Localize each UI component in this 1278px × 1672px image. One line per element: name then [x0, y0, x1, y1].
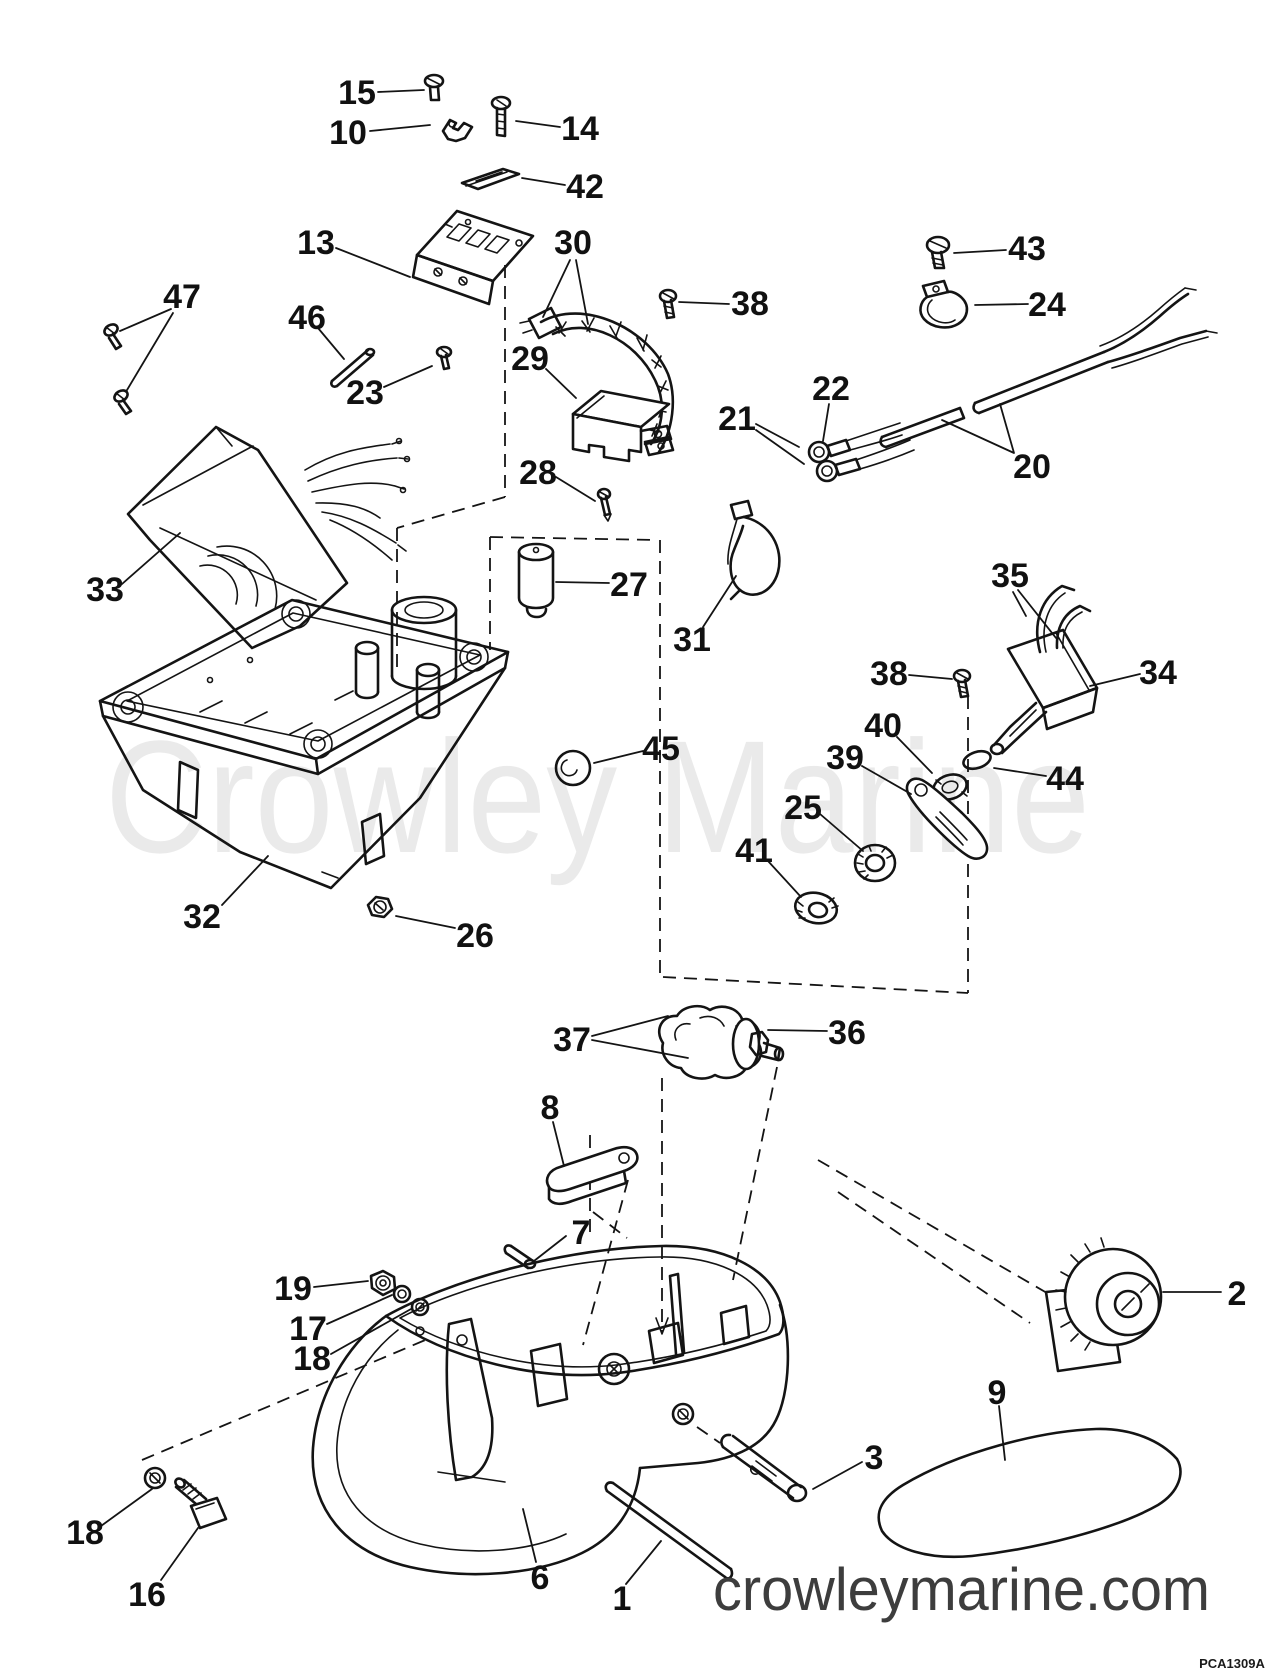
callout-18-mid: 18 — [293, 1340, 331, 1378]
callout-24: 24 — [1028, 286, 1066, 324]
part-rod-1 — [604, 1481, 734, 1580]
callout-1: 1 — [613, 1580, 632, 1618]
part-pin-3 — [720, 1433, 808, 1503]
callout-30: 30 — [554, 224, 592, 262]
callout-25: 25 — [784, 789, 822, 827]
callout-8: 8 — [541, 1089, 560, 1127]
callout-13: 13 — [297, 224, 335, 262]
part-screw-15 — [423, 73, 445, 102]
callout-10: 10 — [329, 114, 367, 152]
part-screw-14 — [490, 95, 512, 138]
part-lower-housing-6 — [311, 1244, 790, 1576]
callout-26: 26 — [456, 917, 494, 955]
callout-7: 7 — [572, 1214, 591, 1252]
callout-27: 27 — [610, 566, 648, 604]
part-bushing-41 — [793, 891, 839, 925]
callout-labels: 15 10 14 42 13 30 43 47 46 23 29 38 24 2… — [66, 74, 1246, 1618]
callout-29: 29 — [511, 340, 549, 378]
callout-2: 2 — [1228, 1275, 1247, 1313]
callout-40: 40 — [864, 707, 902, 745]
part-screw-28 — [596, 487, 612, 522]
callout-15: 15 — [338, 74, 376, 112]
part-terminal-block-13 — [411, 209, 535, 306]
part-bracket-10 — [441, 118, 474, 143]
callout-9: 9 — [988, 1374, 1007, 1412]
callout-39: 39 — [826, 739, 864, 777]
callout-6: 6 — [531, 1559, 550, 1597]
part-screw-23 — [435, 345, 453, 371]
footer-watermark: crowleymarine.com — [713, 1556, 1210, 1623]
callout-36: 36 — [828, 1014, 866, 1052]
part-lever-39 — [905, 777, 989, 860]
callout-43: 43 — [1008, 230, 1046, 268]
part-nut-19 — [369, 1269, 397, 1297]
callout-20: 20 — [1013, 448, 1051, 486]
callout-23: 23 — [346, 374, 384, 412]
callout-42: 42 — [566, 168, 604, 206]
part-bearing-25 — [853, 843, 897, 883]
part-bolt-16 — [174, 1477, 228, 1530]
part-grommet-45 — [554, 749, 592, 787]
part-switch-34 — [989, 584, 1099, 756]
callout-3: 3 — [865, 1439, 884, 1477]
part-cable-20-21-22 — [807, 287, 1218, 483]
part-screw-38b — [952, 668, 972, 699]
callout-41: 41 — [735, 832, 773, 870]
part-clamp-24 — [919, 279, 969, 329]
callout-18-bottom: 18 — [66, 1514, 104, 1552]
callout-47: 47 — [163, 278, 201, 316]
callout-21: 21 — [718, 400, 756, 438]
part-gasket-9 — [877, 1427, 1182, 1559]
callout-37: 37 — [553, 1021, 591, 1059]
callout-22: 22 — [812, 370, 850, 408]
callout-33: 33 — [86, 571, 124, 609]
part-washer-17 — [392, 1284, 412, 1304]
callout-38b: 38 — [870, 655, 908, 693]
part-washer-18-bottom — [143, 1466, 167, 1490]
callout-34: 34 — [1139, 654, 1177, 692]
part-knob-36 — [657, 1004, 785, 1080]
part-knob-2 — [1044, 1237, 1163, 1373]
part-plate-42 — [460, 167, 521, 191]
callout-28: 28 — [519, 454, 557, 492]
callout-45: 45 — [642, 730, 680, 768]
callout-31: 31 — [673, 621, 711, 659]
callout-17: 17 — [289, 1310, 327, 1348]
callout-16: 16 — [128, 1576, 166, 1614]
part-oring-44 — [962, 749, 992, 771]
drawing-code: PCA1309A — [1199, 1656, 1265, 1671]
leader-lines — [100, 89, 1222, 1585]
assembly-dashed-lines — [141, 265, 1048, 1461]
callout-44: 44 — [1046, 760, 1084, 798]
part-pin-46 — [330, 347, 376, 388]
part-nut-26 — [366, 895, 394, 919]
callout-14: 14 — [561, 110, 599, 148]
part-cable-tie-31 — [727, 499, 781, 601]
callout-46: 46 — [288, 299, 326, 337]
part-screw-38a — [658, 288, 678, 320]
part-bushing-27 — [517, 542, 555, 619]
part-handle-cover-33 — [126, 425, 411, 650]
callout-19: 19 — [274, 1270, 312, 1308]
part-upper-housing-32 — [98, 595, 510, 890]
part-screw-43 — [925, 235, 951, 270]
part-screws-47 — [103, 323, 133, 416]
callout-38a: 38 — [731, 285, 769, 323]
part-relay-29 — [571, 389, 673, 463]
callout-35: 35 — [991, 557, 1029, 595]
callout-32: 32 — [183, 898, 221, 936]
part-lever-8 — [545, 1145, 639, 1206]
